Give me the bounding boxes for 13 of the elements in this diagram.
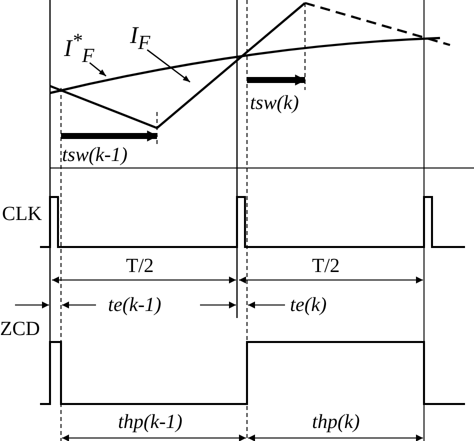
time-label: T/2 bbox=[312, 255, 340, 277]
time-label: T/2 bbox=[126, 255, 154, 277]
current-label: I$_{F}$ bbox=[130, 25, 150, 54]
time-label: te(k) bbox=[290, 294, 327, 316]
signal-label: ZCD bbox=[0, 318, 40, 340]
time-label: tsw(k-1) bbox=[62, 144, 128, 166]
time-label: thp(k) bbox=[312, 411, 360, 433]
time-label: thp(k-1) bbox=[118, 411, 182, 433]
time-label: te(k-1) bbox=[108, 294, 162, 316]
signal-label: CLK bbox=[2, 203, 42, 225]
leader-line bbox=[146, 49, 190, 83]
time-label: tsw(k) bbox=[250, 92, 299, 114]
leader-line bbox=[89, 62, 106, 76]
